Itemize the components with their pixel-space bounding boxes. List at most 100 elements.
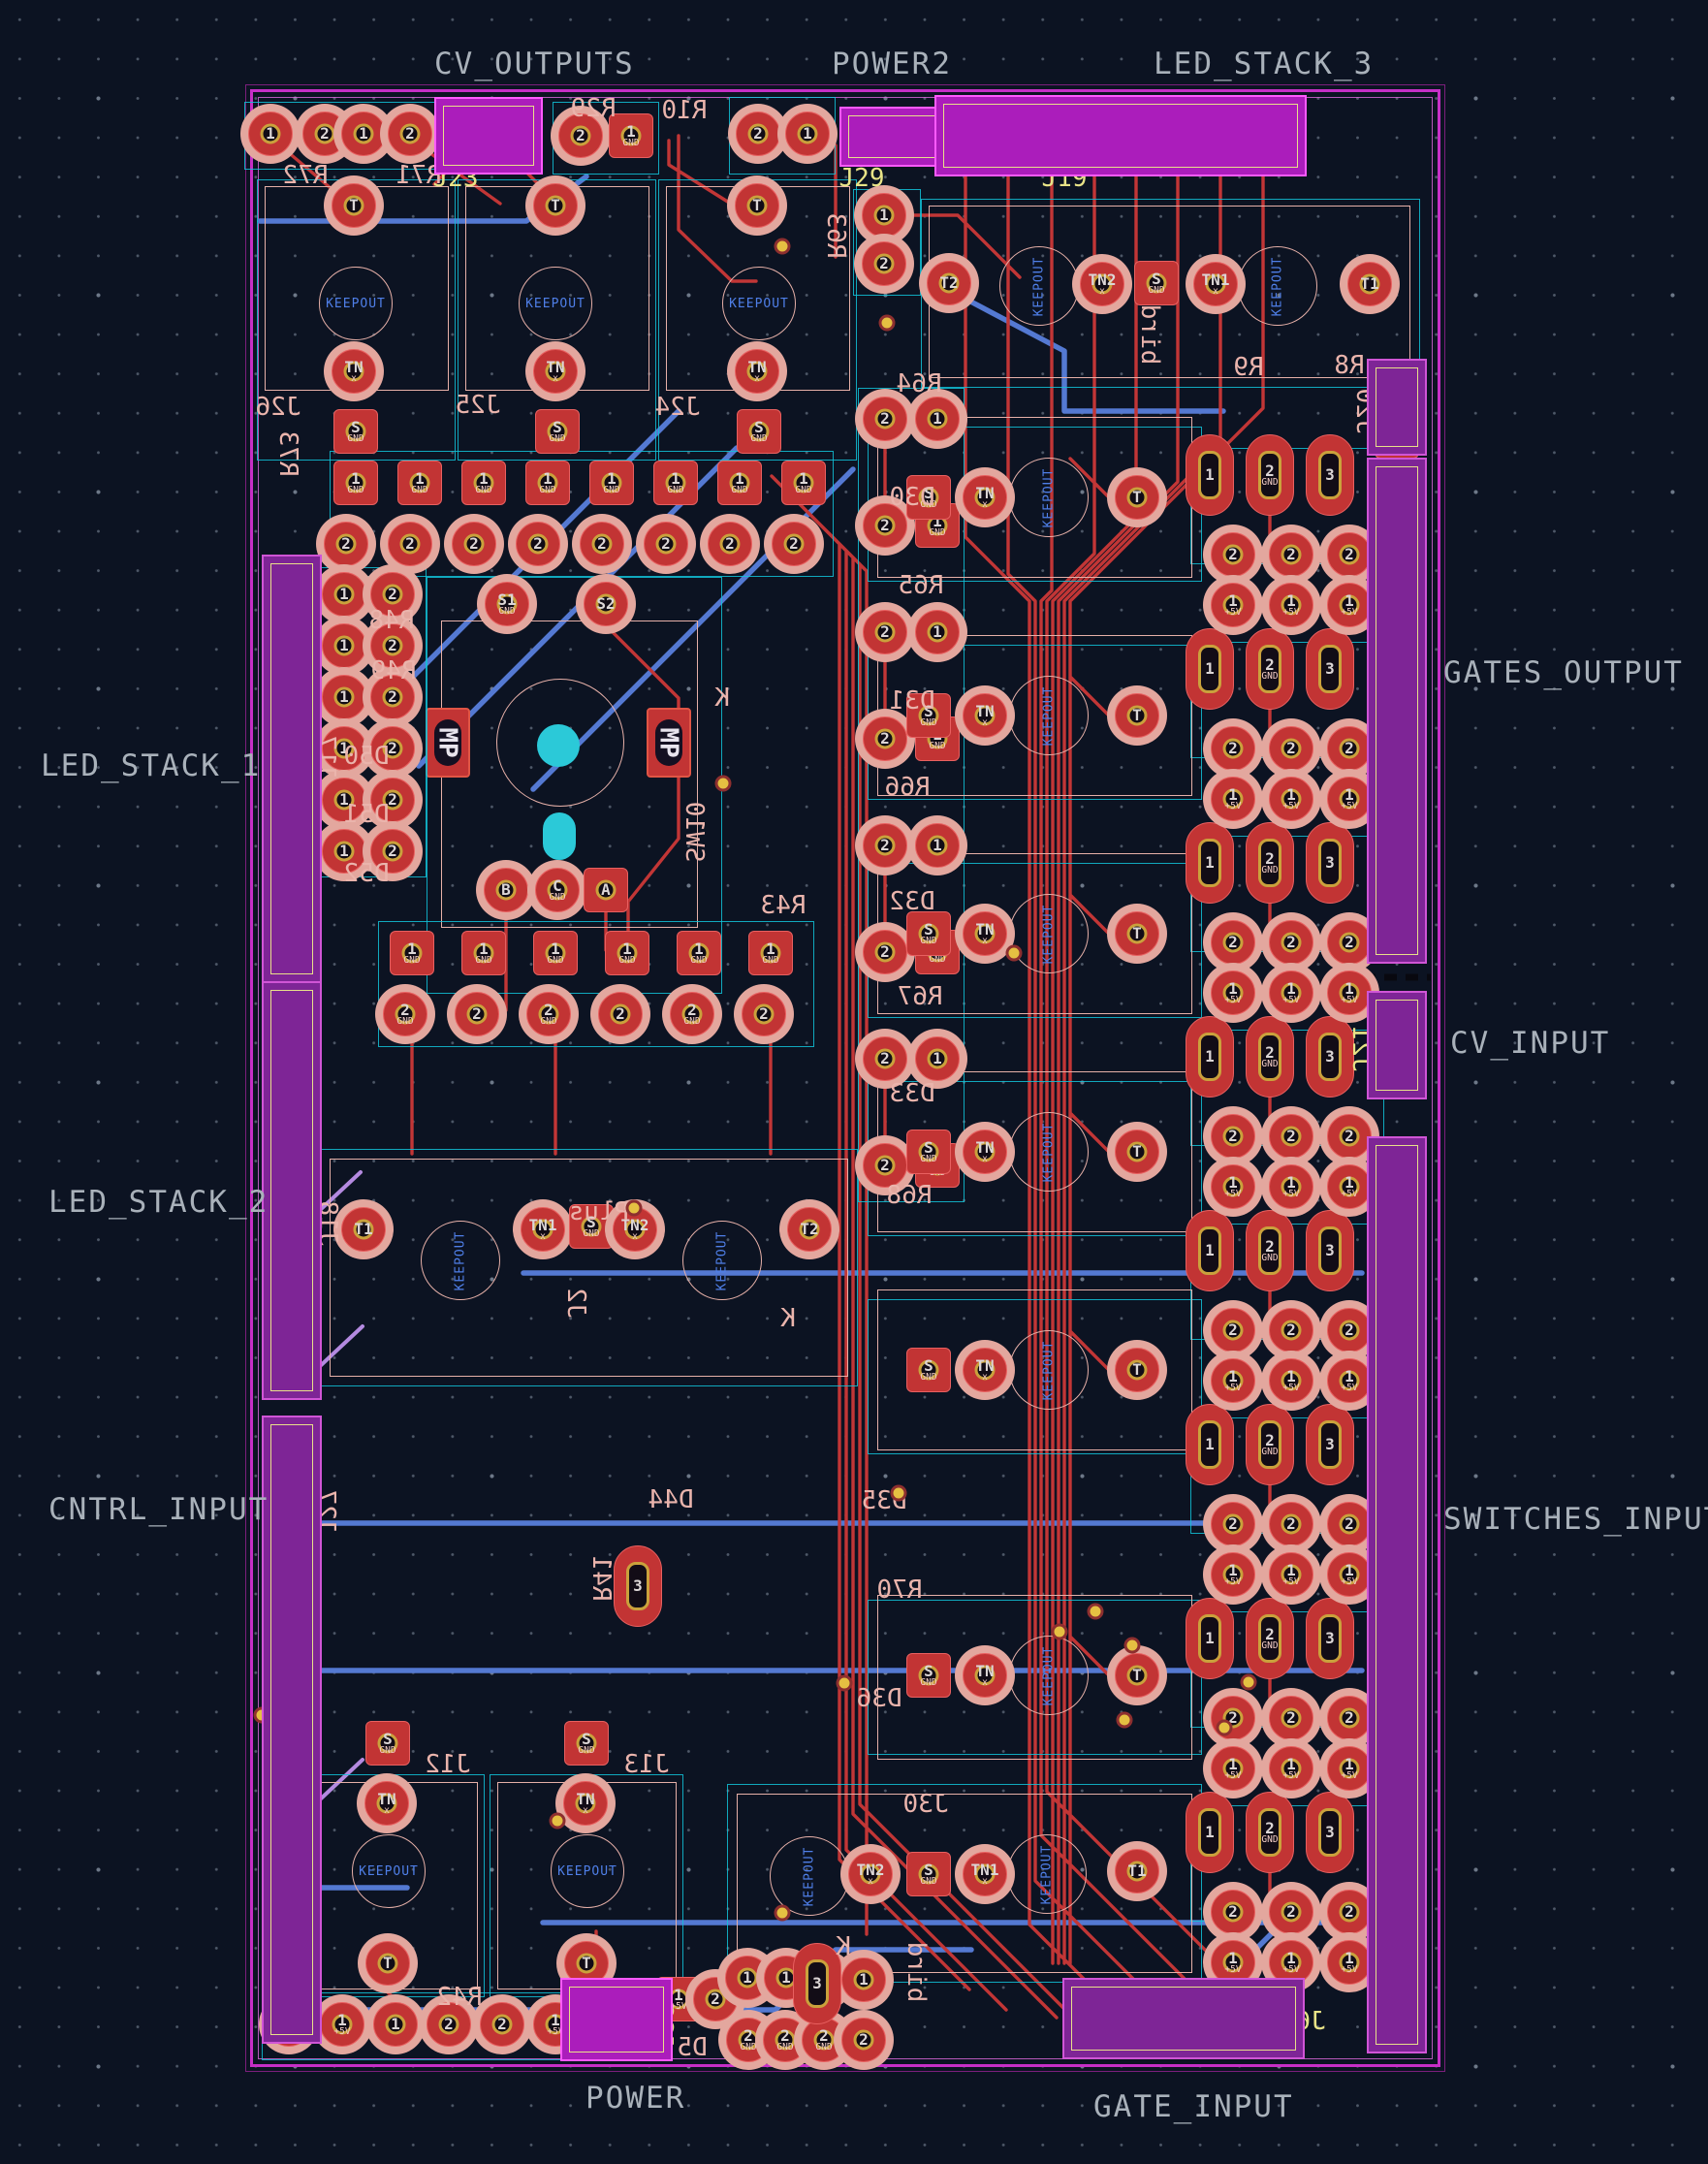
connector-led-stack-1-j17[interactable] [262, 555, 322, 983]
pad-1[interactable]: 1 [1186, 1792, 1234, 1873]
pad-3[interactable]: 3 [1306, 628, 1354, 710]
pad-1[interactable]: 1 [322, 675, 366, 719]
pad-1[interactable]: 1 [341, 111, 386, 156]
pad-2[interactable]: 2 [455, 992, 499, 1036]
pad-2[interactable]: 2 [1269, 532, 1313, 577]
connector-led-stack-3-j19[interactable] [934, 95, 1307, 176]
pad-2[interactable]: 2 [302, 111, 347, 156]
pad-1[interactable]: 1+5V [1269, 971, 1313, 1015]
pad-1[interactable]: 1 [915, 1036, 960, 1081]
pad-1[interactable]: 1+5V [1269, 1358, 1313, 1403]
pad-2[interactable]: 2 [1211, 1696, 1255, 1740]
pad-1[interactable]: 1+5V [1211, 1164, 1255, 1209]
pad-3[interactable]: 3 [1306, 1404, 1354, 1485]
pad-2[interactable]: 2 [1211, 1114, 1255, 1159]
pad-2[interactable]: 2 [736, 111, 780, 156]
pad-2[interactable]: 2 [1269, 1696, 1313, 1740]
connector-power-j28[interactable] [560, 1978, 673, 2061]
pad-2[interactable]: 2 [1269, 726, 1313, 771]
pad-1[interactable]: 1+5V [1211, 971, 1255, 1015]
pad-1[interactable]: 1 [322, 572, 366, 617]
pad-1[interactable]: 1 [915, 823, 960, 868]
pad-2[interactable]: 2 [644, 522, 688, 566]
via[interactable] [714, 775, 732, 792]
pad-1[interactable]: 1 [322, 778, 366, 822]
pad-2[interactable]: 2 [1327, 1890, 1372, 1934]
pad-1[interactable]: 1 [1186, 628, 1234, 710]
connector-gate-input-j6[interactable] [1062, 1978, 1305, 2059]
pad-a[interactable]: A [584, 868, 628, 912]
pad-2[interactable]: 2 [388, 111, 432, 156]
via[interactable] [1087, 1603, 1104, 1620]
connector-cv-input-j21[interactable] [1367, 991, 1427, 1099]
pad-1[interactable]: 1+5V [1269, 1552, 1313, 1597]
pad-1[interactable]: 1 [1186, 822, 1234, 904]
via[interactable] [836, 1674, 853, 1692]
pad-1[interactable]: 1+5V [1327, 1940, 1372, 1985]
pad-2[interactable]: 2 [1327, 1696, 1372, 1740]
pad-1[interactable]: 1+5V [1269, 1746, 1313, 1791]
pad-2[interactable]: 2 [1269, 920, 1313, 965]
pad-2[interactable]: 2 [370, 778, 415, 822]
pad-t[interactable]: T [735, 183, 779, 228]
pad-1[interactable]: 1+5V [1211, 1358, 1255, 1403]
pad-t[interactable]: T [1115, 1653, 1159, 1698]
pad-1[interactable]: 1+5V [1269, 1940, 1313, 1985]
pad-t1[interactable]: T1 [1115, 1849, 1159, 1894]
via[interactable] [1051, 1623, 1068, 1640]
pad-1[interactable]: 1+5V [1269, 583, 1313, 627]
pad-1[interactable]: 1+5V [1211, 1552, 1255, 1597]
pad-2[interactable]: 2 [370, 829, 415, 874]
pad-1[interactable]: 1 [862, 193, 906, 238]
pad-1[interactable]: 1+5V [1211, 1746, 1255, 1791]
pad-1[interactable]: 1+5V [1211, 583, 1255, 627]
pad-2[interactable]: 2 [1211, 1502, 1255, 1546]
pad-t1[interactable]: T1 [1347, 262, 1392, 306]
pad-1[interactable]: 1+5V [1269, 1164, 1313, 1209]
pad-3[interactable]: 3 [614, 1545, 662, 1627]
pad-1[interactable]: 1+5V [1327, 1552, 1372, 1597]
rotary-switch-sw10[interactable]: MP MP [426, 621, 698, 928]
pad-1[interactable]: 1 [1186, 1210, 1234, 1291]
pad-2[interactable]: 2 [708, 522, 752, 566]
pad-t[interactable]: T [1115, 911, 1159, 956]
pad-2[interactable]: 2 [863, 610, 907, 654]
pad-2[interactable]: 2 [1327, 1114, 1372, 1159]
pad-1[interactable]: 1+5V [1327, 583, 1372, 627]
pad-2[interactable]: 2 [370, 572, 415, 617]
pad-2[interactable]: 2 [1211, 1308, 1255, 1352]
pad-2[interactable]: 2 [1327, 1502, 1372, 1546]
pad-2[interactable]: 2 [370, 726, 415, 771]
pad-t[interactable]: T [1115, 1348, 1159, 1392]
pad-1[interactable]: 1 [841, 1957, 886, 2002]
via[interactable] [1005, 944, 1023, 962]
pad-3[interactable]: 3 [1306, 1792, 1354, 1873]
pad-1[interactable]: 1+5V [1269, 777, 1313, 821]
pad-2[interactable]: 2 [863, 930, 907, 974]
